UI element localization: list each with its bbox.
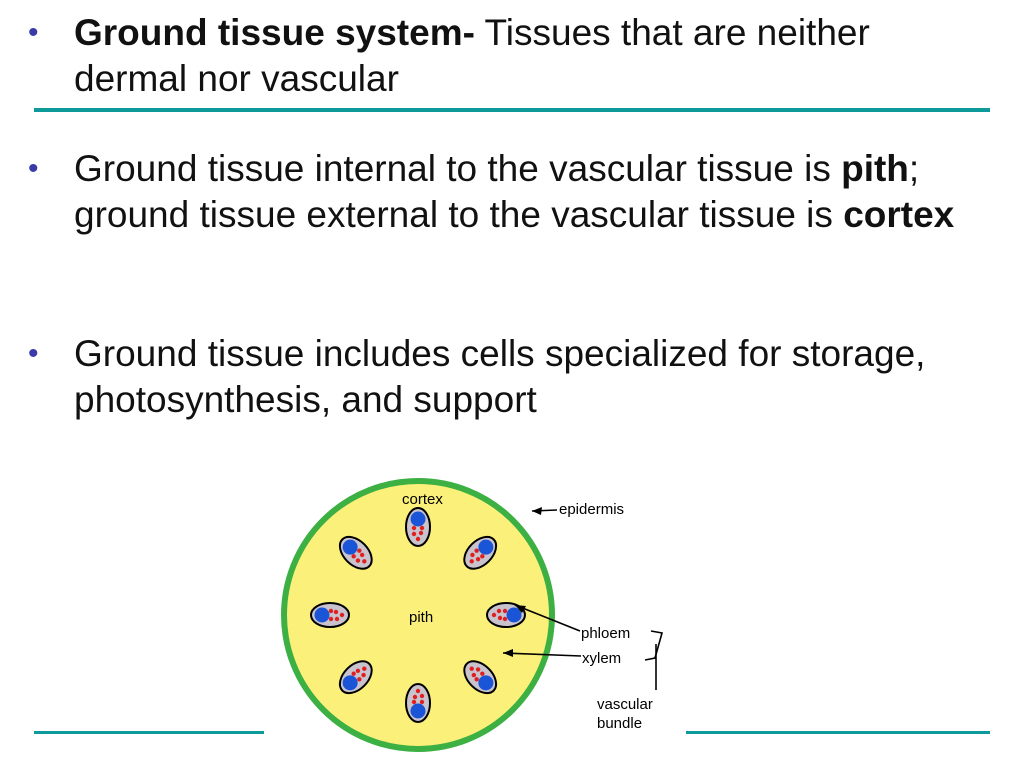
vascular-bundle: [310, 602, 350, 628]
bullet-marker: •: [28, 152, 39, 185]
divider-rule-bottom-left: [34, 731, 264, 734]
xylem-cell: [333, 609, 339, 615]
xylem-cell: [412, 694, 418, 700]
phloem: [478, 539, 494, 555]
vascular-bundles: [310, 507, 526, 723]
bullet-specialized-cells: • Ground tissue includes cells specializ…: [28, 331, 988, 423]
bullet-pith-cortex: • Ground tissue internal to the vascular…: [28, 146, 988, 238]
xylem-cell: [419, 693, 425, 699]
xylem-cell: [411, 699, 417, 705]
xylem-cell: [357, 677, 362, 682]
xylem-cell: [355, 558, 361, 563]
vascular-bundle: [463, 660, 498, 695]
xylem-cell: [502, 616, 508, 622]
xylem-cell: [480, 671, 485, 676]
xylem-cell: [328, 608, 334, 614]
xylem-cell: [419, 699, 425, 705]
vascular-bundle: [405, 683, 431, 723]
term-ground-tissue-system: Ground tissue system-: [74, 12, 475, 53]
term-cortex: cortex: [843, 194, 955, 235]
term-pith: pith: [841, 148, 909, 189]
label-pith: pith: [409, 609, 433, 626]
phloem: [342, 539, 358, 555]
bullet-marker: •: [28, 16, 39, 49]
label-xylem: xylem: [582, 650, 621, 667]
xylem-cell: [415, 536, 421, 542]
definition-text: Tissues that are neither dermal nor vasc…: [74, 12, 870, 99]
phloem: [314, 607, 330, 623]
xylem-cell: [334, 616, 340, 622]
xylem-cell: [351, 554, 356, 559]
xylem-cell: [359, 552, 365, 558]
bullet-text: Ground tissue includes cells specialized…: [74, 333, 926, 420]
xylem-cell: [411, 525, 417, 531]
xylem-cell: [361, 672, 366, 678]
divider-rule-bottom-right: [686, 731, 990, 734]
phloem: [506, 607, 522, 623]
xylem-cell: [497, 615, 503, 621]
vascular-bundle: [463, 535, 498, 570]
xylem-cell: [415, 688, 421, 694]
label-epidermis: epidermis: [559, 501, 624, 518]
phloem: [342, 675, 358, 691]
phloem: [478, 675, 494, 691]
arrowheads: [503, 507, 542, 657]
label-bundle: bundle: [597, 715, 642, 732]
xylem-cell: [471, 672, 477, 678]
label-vascular: vascular: [597, 696, 653, 713]
xylem-cell: [339, 612, 345, 618]
vascular-bundle: [338, 660, 373, 695]
xylem-cell: [496, 608, 502, 614]
xylem-cell: [474, 677, 479, 682]
xylem-cell: [475, 556, 481, 562]
bracket: [644, 630, 664, 661]
bullet-ground-tissue-system: • Ground tissue system- Tissues that are…: [28, 10, 988, 102]
xylem-cell: [502, 608, 508, 614]
bullet-text: Ground tissue internal to the vascular t…: [74, 148, 842, 189]
vascular-bundle: [486, 602, 526, 628]
xylem-cell: [469, 559, 474, 564]
phloem: [410, 703, 426, 719]
xylem-cell: [328, 616, 334, 622]
divider-rule-top: [34, 108, 990, 112]
arrow-epidermis: [532, 507, 542, 515]
xylem-cell: [362, 666, 367, 671]
xylem-cell: [411, 531, 417, 537]
phloem: [410, 511, 426, 527]
bullet-text: ; ground tissue external to the vascular…: [74, 148, 920, 235]
xylem-cell: [362, 559, 367, 564]
label-cortex: cortex: [402, 491, 443, 508]
xylem-cell: [357, 548, 362, 553]
vascular-bundle: [338, 535, 373, 570]
xylem-cell: [351, 671, 356, 676]
phloem-leader: [514, 604, 581, 632]
vascular-bundle: [405, 507, 431, 547]
stem-cross-section-diagram: cortex pith epidermis phloem xylem vascu…: [281, 478, 664, 752]
label-phloem: phloem: [581, 625, 630, 642]
xylem-cell: [355, 668, 361, 674]
arrow-xylem: [503, 649, 513, 657]
xylem-cell: [480, 554, 485, 559]
bullet-marker: •: [28, 337, 39, 370]
xylem-cell: [469, 666, 474, 671]
xylem-cell: [470, 552, 475, 558]
xylem-cell: [491, 612, 497, 618]
xylem-cell: [418, 530, 424, 536]
xylem-cell: [419, 525, 425, 531]
arrow-phloem: [515, 605, 526, 613]
xylem-leader: [502, 652, 582, 657]
xylem-cell: [475, 667, 481, 672]
xylem-cell: [474, 548, 479, 553]
